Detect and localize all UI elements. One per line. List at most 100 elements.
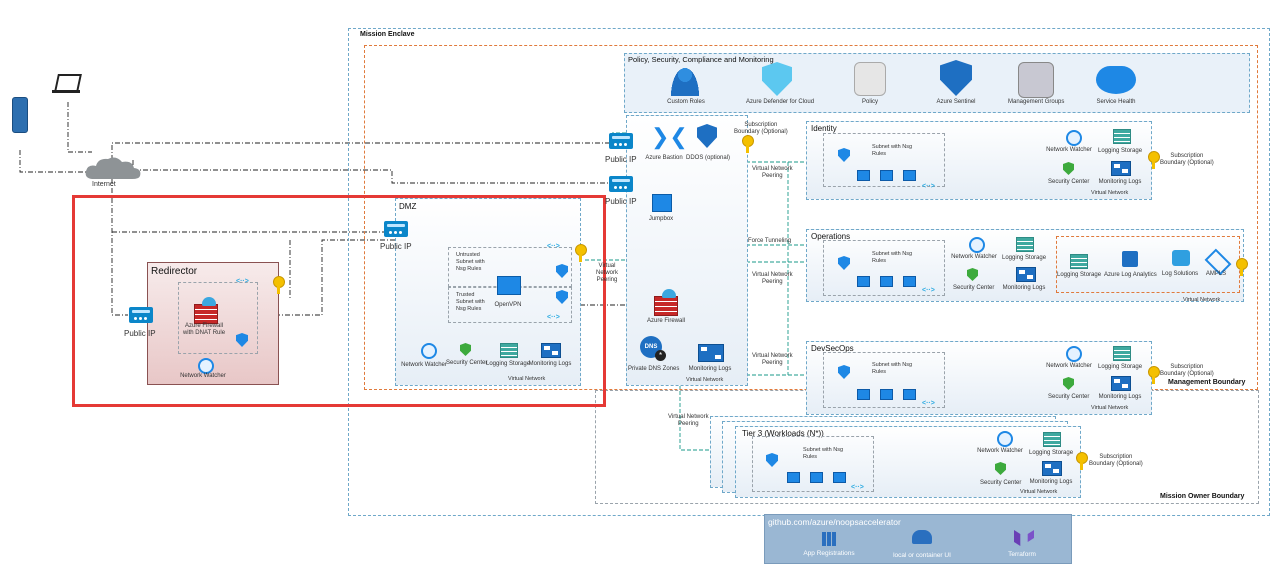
trusted-nsg-icon — [556, 290, 568, 304]
identity-title: Identity — [811, 124, 837, 133]
operations-security-center-label: Security Center — [953, 285, 995, 291]
operations-logging-storage-icon — [1016, 237, 1034, 252]
untrusted-vnet-icon: <··> — [547, 243, 560, 250]
devsecops-nsg-icon — [838, 365, 850, 379]
app-registrations-icon — [822, 532, 836, 546]
operations-vnet-label: Virtual Network — [1183, 297, 1221, 303]
dmz-logging-storage-icon — [500, 343, 518, 358]
devsecops-logging-storage-icon — [1113, 346, 1131, 361]
identity-vm-3 — [903, 170, 916, 181]
operations-network-watcher-label: Network Watcher — [951, 254, 997, 260]
policy-icon — [854, 62, 886, 96]
devsecops-subnet — [823, 352, 945, 408]
tier3-logging-storage-label: Logging Storage — [1029, 450, 1074, 456]
defender-label: Azure Defender for Cloud — [746, 99, 815, 105]
devsecops-subscription-label: Subscription Boundary (Optional) — [1160, 364, 1214, 377]
operations-vnet — [806, 229, 1244, 302]
terraform-icon — [1014, 530, 1021, 546]
untrusted-nsg-icon — [556, 264, 568, 278]
operations-subnet — [823, 240, 945, 296]
identity-logging-storage-icon — [1113, 129, 1131, 144]
devsecops-subnet-label: Subnet with Nsg Rules — [872, 362, 913, 375]
devsecops-subnet-vnet-icon: <··> — [922, 400, 935, 407]
hub-firewall-label: Azure Firewall — [646, 318, 685, 324]
identity-peering-label: Virtual Network Peering — [752, 166, 793, 179]
ops-group-logging-storage-label: Logging Storage — [1057, 272, 1102, 278]
mgmt-groups-label: Management Groups — [1008, 99, 1065, 105]
mission-owner-boundary-label: Mission Owner Boundary — [1160, 493, 1245, 500]
identity-network-watcher-label: Network Watcher — [1046, 147, 1092, 153]
operations-logging-storage-label: Logging Storage — [1002, 255, 1047, 261]
force-tunneling-label: Force Tunneling — [748, 238, 792, 244]
identity-subnet-vnet-icon: <··> — [922, 183, 935, 190]
operations-monitoring-logs-label: Monitoring Logs — [1002, 285, 1046, 291]
dmz-security-center-icon — [460, 343, 471, 356]
tier3-logging-storage-icon — [1043, 432, 1061, 447]
dmz-public-ip-label: Public IP — [380, 242, 412, 251]
private-dns-label: Private DNS Zones — [628, 366, 680, 372]
hub-monitoring-logs-label: Monitoring Logs — [688, 366, 732, 372]
dmz-security-center-label: Security Center — [446, 360, 488, 366]
devsecops-peering-label: Virtual Network Peering — [752, 353, 793, 366]
identity-security-center-icon — [1063, 162, 1074, 175]
dmz-vnet-label: Virtual Network — [508, 376, 546, 382]
tier3-security-center-label: Security Center — [980, 480, 1022, 486]
mgmt-groups-icon — [1018, 62, 1054, 98]
redirector-public-ip-icon — [129, 307, 153, 323]
hub-public-ip-2-icon — [609, 176, 633, 192]
private-dns-badge: * — [655, 350, 666, 361]
tier3-peering-label: Virtual Network Peering — [668, 414, 709, 427]
devsecops-title: DevSecOps — [811, 344, 854, 353]
redirector-vnet-icon: <··> — [236, 278, 249, 285]
tier3-vnet — [735, 426, 1081, 498]
dmz-network-watcher-icon — [421, 343, 437, 359]
hub-vnet-label: Virtual Network — [686, 377, 724, 383]
identity-vnet-label: Virtual Network — [1091, 190, 1129, 196]
operations-security-center-icon — [967, 268, 978, 281]
policy-title: Policy, Security, Compliance and Monitor… — [628, 55, 774, 64]
tier3-subnet — [752, 436, 874, 492]
devsecops-network-watcher-icon — [1066, 346, 1082, 362]
log-solutions-label: Log Solutions — [1161, 271, 1199, 277]
highlight-frame — [72, 195, 606, 407]
terraform-icon-right — [1027, 530, 1034, 542]
redirector-key-icon — [273, 276, 285, 294]
dmz-monitoring-logs-icon — [541, 343, 561, 358]
hub-monitoring-logs-icon — [698, 344, 724, 362]
log-solutions-icon — [1172, 250, 1190, 266]
devsecops-vm-3 — [903, 389, 916, 400]
identity-monitoring-logs-label: Monitoring Logs — [1098, 179, 1142, 185]
tier3-subnet-vnet-icon: <··> — [851, 484, 864, 491]
tier3-vm-1 — [787, 472, 800, 483]
identity-security-center-label: Security Center — [1048, 179, 1090, 185]
trusted-vnet-icon: <··> — [547, 314, 560, 321]
internet-label: Internet — [92, 181, 116, 188]
tier3-network-watcher-icon — [997, 431, 1013, 447]
devsecops-vm-2 — [880, 389, 893, 400]
redirector-public-ip-label: Public IP — [124, 329, 156, 338]
redirector-subnet — [178, 282, 258, 354]
openvpn-icon — [497, 276, 521, 295]
redirector-nsg-icon — [236, 333, 248, 347]
identity-nsg-icon — [838, 148, 850, 162]
policy-box — [624, 53, 1250, 113]
devsecops-logging-storage-label: Logging Storage — [1098, 364, 1143, 370]
devsecops-monitoring-logs-label: Monitoring Logs — [1098, 394, 1142, 400]
dmz-key-icon — [575, 244, 587, 262]
identity-subnet — [823, 133, 945, 187]
tier3-network-watcher-label: Network Watcher — [977, 448, 1023, 454]
hub-firewall-icon — [654, 289, 678, 316]
dmz-logging-storage-label: Logging Storage — [486, 361, 531, 367]
identity-subnet-label: Subnet with Nsg Rules — [872, 144, 913, 157]
dmz-public-ip-icon — [384, 221, 408, 237]
openvpn-label: OpenVPN — [494, 302, 522, 308]
management-boundary-label: Management Boundary — [1168, 379, 1246, 386]
app-registrations-label: App Registrations — [803, 550, 855, 557]
operations-title: Operations — [811, 232, 851, 241]
github-link[interactable]: github.com/azure/noopsaccelerator — [768, 517, 901, 527]
mission-enclave-label: Mission Enclave — [360, 31, 415, 38]
tier3-subnet-label: Subnet with Nsg Rules — [803, 447, 844, 460]
terraform-label: Terraform — [1008, 551, 1036, 558]
untrusted-subnet-label: Untrusted Subnet with Nsg Rules — [456, 252, 485, 272]
redirector-firewall-label: Azure Firewall with DNAT Rule — [182, 323, 226, 336]
